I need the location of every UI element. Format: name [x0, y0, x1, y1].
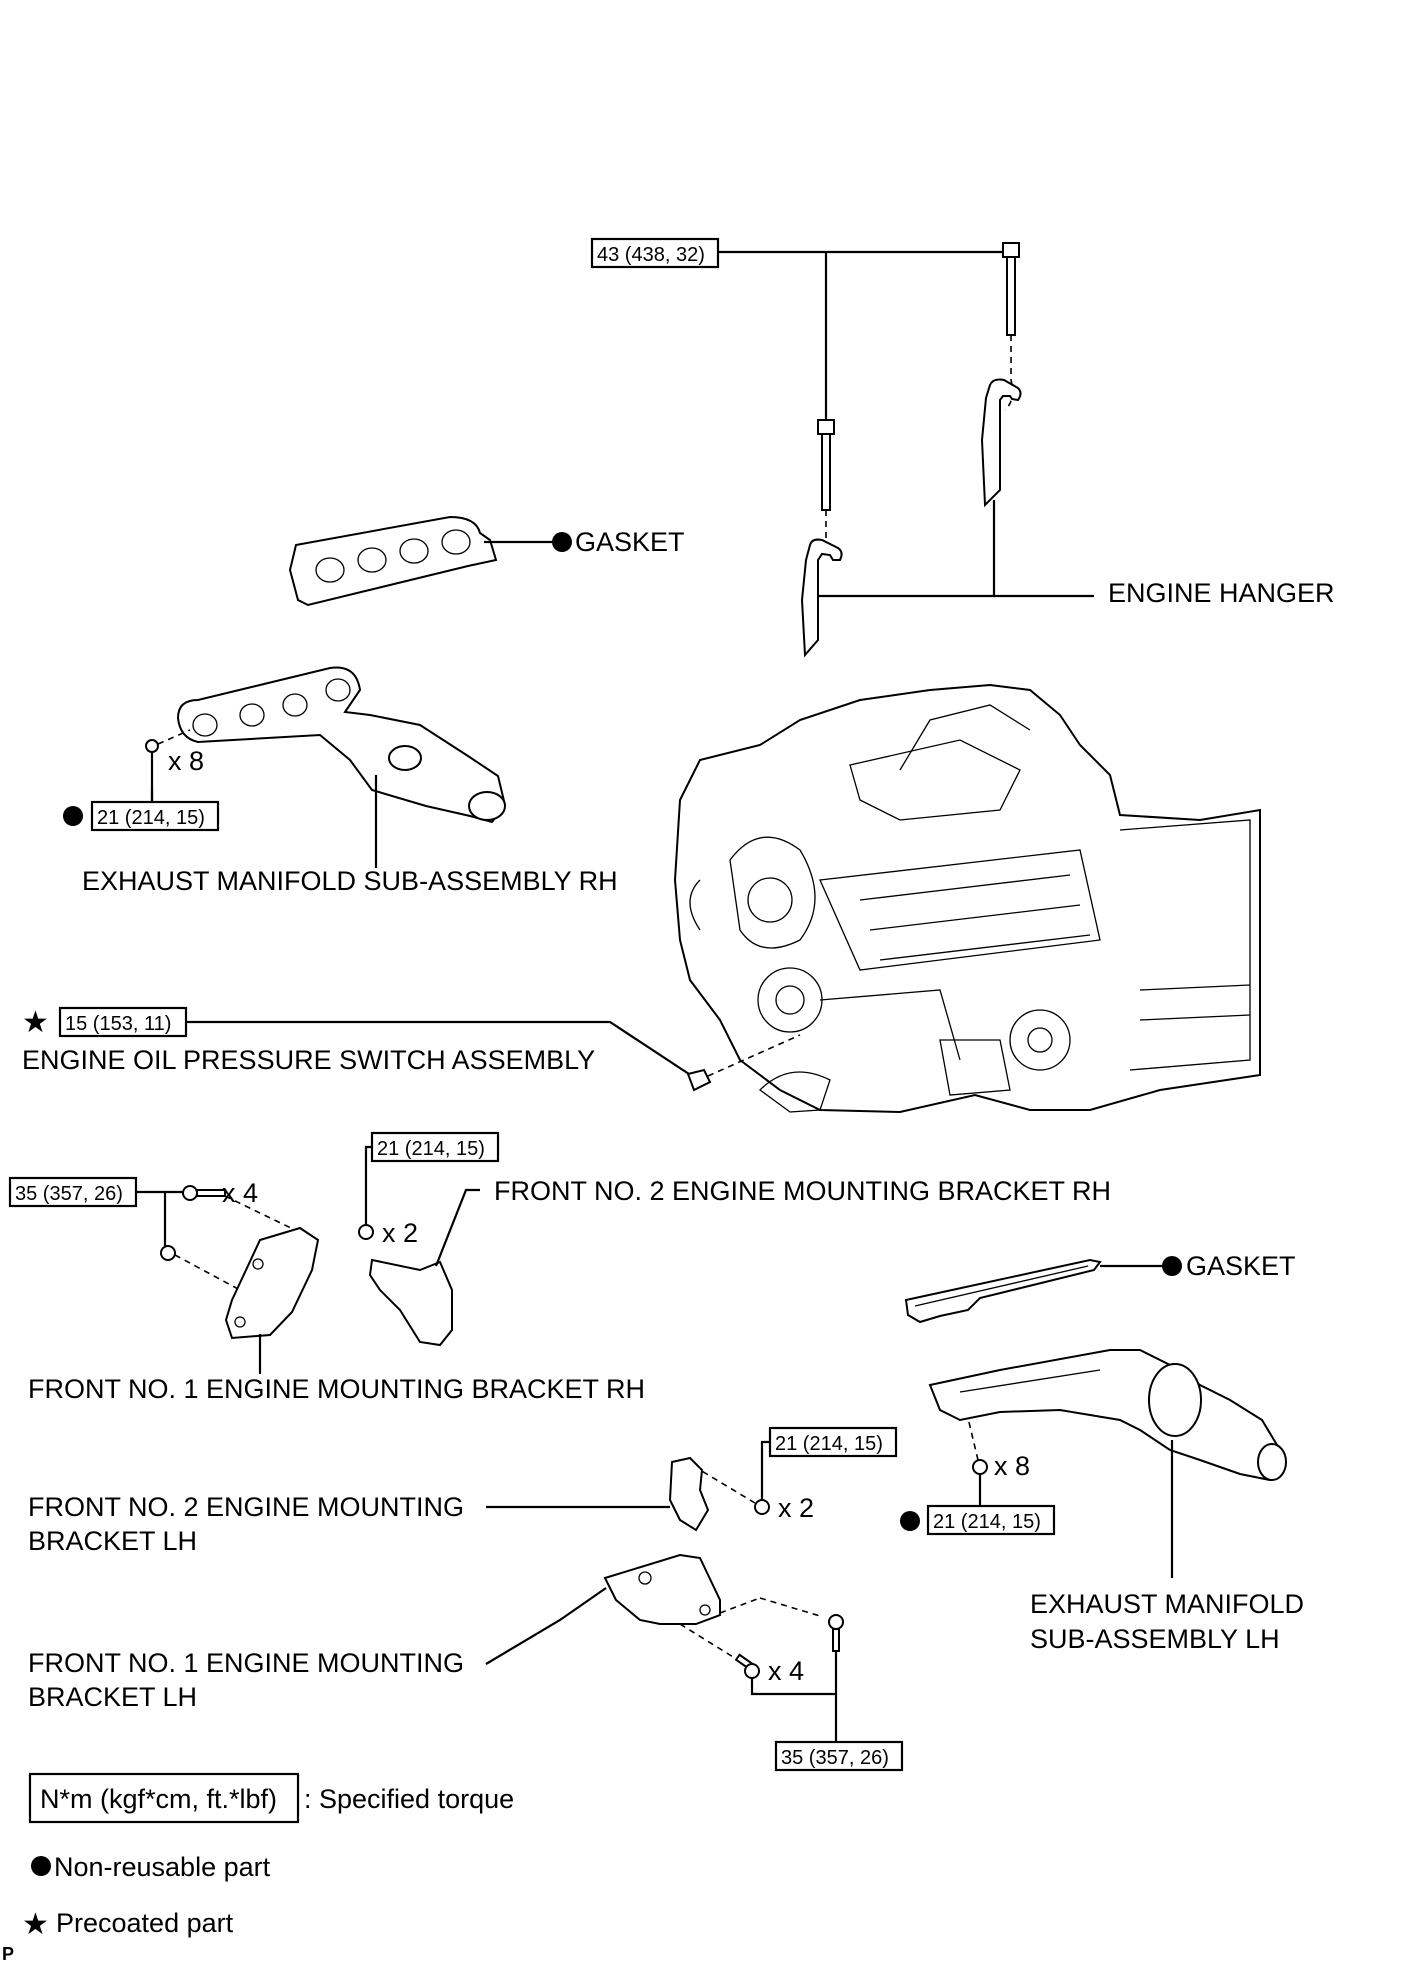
legend-precoated-icon: ★	[22, 1907, 49, 1942]
label-exhaust-manifold-lh-2: SUB-ASSEMBLY LH	[1030, 1624, 1280, 1654]
exhaust-manifold-rh-icon	[176, 666, 507, 824]
manifold-nut-rh-icon	[145, 739, 159, 753]
oil-switch-icon	[686, 1068, 712, 1092]
legend-torque-box	[28, 1772, 300, 1824]
gasket-rh-icon	[288, 515, 498, 607]
bracket-no1-lh-icon	[603, 1553, 721, 1625]
corner-mark: P	[2, 1944, 14, 1963]
manifold-nut-lh-icon	[972, 1459, 988, 1475]
torque-bracket-no2-rh: 21 (214, 15)	[377, 1138, 485, 1160]
torque-box-bracket-no2-rh	[370, 1131, 500, 1163]
qty-bracket-no1-lh: x 4	[768, 1656, 804, 1686]
exhaust-manifold-lh-group: x 8 21 (214, 15) EXHAUST MANIFOLD SUB-AS…	[900, 1349, 1304, 1654]
legend-non-reusable-icon	[31, 1856, 51, 1876]
gasket-lh-group: GASKET	[904, 1251, 1296, 1324]
torque-box-bracket-no2-lh	[768, 1426, 898, 1458]
label-gasket-lh: GASKET	[1186, 1251, 1296, 1281]
label-bracket-no2-lh-2: BRACKET LH	[28, 1526, 197, 1556]
gasket-rh-group: GASKET	[288, 515, 685, 607]
qty-manifold-rh: x 8	[168, 746, 204, 776]
bolt-no1-rh-icon	[182, 1185, 198, 1201]
label-bracket-no2-rh: FRONT NO. 2 ENGINE MOUNTING BRACKET RH	[494, 1176, 1111, 1206]
torque-manifold-rh: 21 (214, 15)	[97, 807, 205, 829]
torque-box-manifold-rh	[90, 800, 220, 832]
bracket-no2-lh-icon	[668, 1456, 710, 1532]
bolt-no1-lh-icon	[828, 1614, 844, 1630]
label-bracket-no1-rh: FRONT NO. 1 ENGINE MOUNTING BRACKET RH	[28, 1374, 645, 1404]
label-engine-hanger: ENGINE HANGER	[1108, 578, 1335, 608]
nut-no2-lh-icon	[754, 1499, 770, 1515]
label-bracket-no1-lh-2: BRACKET LH	[28, 1682, 197, 1712]
hanger-bolt-icon	[821, 433, 831, 511]
precoated-mark-icon: ★	[22, 1005, 49, 1040]
qty-bracket-no2-rh: x 2	[382, 1218, 418, 1248]
exhaust-manifold-rh-group: x 8 21 (214, 15) EXHAUST MANIFOLD SUB-AS…	[63, 666, 618, 896]
hanger-bolt-head-icon	[817, 419, 835, 435]
torque-bracket-no2-lh: 21 (214, 15)	[775, 1433, 883, 1455]
bracket-no2-rh-group: 21 (214, 15) x 2 FRONT NO. 2 ENGINE MOUN…	[358, 1131, 1111, 1347]
bracket-no2-rh-icon	[368, 1258, 453, 1347]
engine-hanger-group: 43 (438, 32) ENGINE HANGER	[590, 237, 1335, 658]
bracket-no1-lh-group: x 4 35 (357, 26) FRONT NO. 1 ENGINE MOUN…	[28, 1553, 904, 1772]
legend-non-reusable: Non-reusable part	[54, 1852, 271, 1882]
label-bracket-no2-lh-1: FRONT NO. 2 ENGINE MOUNTING	[28, 1492, 464, 1522]
label-gasket-rh: GASKET	[575, 527, 685, 557]
label-oil-switch: ENGINE OIL PRESSURE SWITCH ASSEMBLY	[22, 1045, 595, 1075]
gasket-lh-icon	[904, 1258, 1102, 1324]
torque-box-engine-hanger	[590, 237, 720, 269]
torque-manifold-lh: 21 (214, 15)	[933, 1511, 1041, 1533]
label-bracket-no1-lh-1: FRONT NO. 1 ENGINE MOUNTING	[28, 1648, 464, 1678]
bracket-no1-rh-group: 35 (357, 26) x 4 FRONT NO. 1 ENGINE MOUN…	[8, 1176, 645, 1404]
torque-box-bracket-no1-lh	[774, 1740, 904, 1772]
hanger-bolt-2-icon	[1006, 256, 1016, 336]
legend-precoated: Precoated part	[56, 1908, 234, 1938]
nut-no2-rh-icon	[358, 1224, 374, 1240]
qty-bracket-no2-lh: x 2	[778, 1493, 814, 1523]
torque-box-oil-switch	[58, 1006, 188, 1038]
label-exhaust-manifold-lh-1: EXHAUST MANIFOLD	[1030, 1589, 1304, 1619]
legend-torque-unit: N*m (kgf*cm, ft.*lbf)	[40, 1784, 277, 1814]
engine-assembly-icon	[673, 683, 1261, 1114]
non-reusable-mark-icon	[552, 532, 572, 552]
legend: N*m (kgf*cm, ft.*lbf) : Specified torque…	[22, 1772, 514, 1942]
oil-pressure-switch-group: ★ 15 (153, 11) ENGINE OIL PRESSURE SWITC…	[22, 1005, 801, 1092]
torque-bracket-no1-lh: 35 (357, 26)	[781, 1747, 889, 1769]
label-exhaust-manifold-rh: EXHAUST MANIFOLD SUB-ASSEMBLY RH	[82, 866, 618, 896]
engine-hanger-icon	[800, 538, 843, 658]
qty-manifold-lh: x 8	[994, 1451, 1030, 1481]
torque-engine-hanger: 43 (438, 32)	[597, 244, 705, 266]
torque-oil-switch: 15 (153, 11)	[65, 1013, 171, 1035]
bracket-no2-lh-group: 21 (214, 15) x 2 FRONT NO. 2 ENGINE MOUN…	[28, 1426, 898, 1556]
legend-torque-desc: : Specified torque	[304, 1784, 514, 1814]
torque-box-manifold-lh	[926, 1504, 1056, 1536]
torque-bracket-no1-rh: 35 (357, 26)	[15, 1183, 123, 1205]
bracket-no1-rh-icon	[224, 1226, 320, 1340]
engine-hanger-2-icon	[980, 378, 1022, 508]
